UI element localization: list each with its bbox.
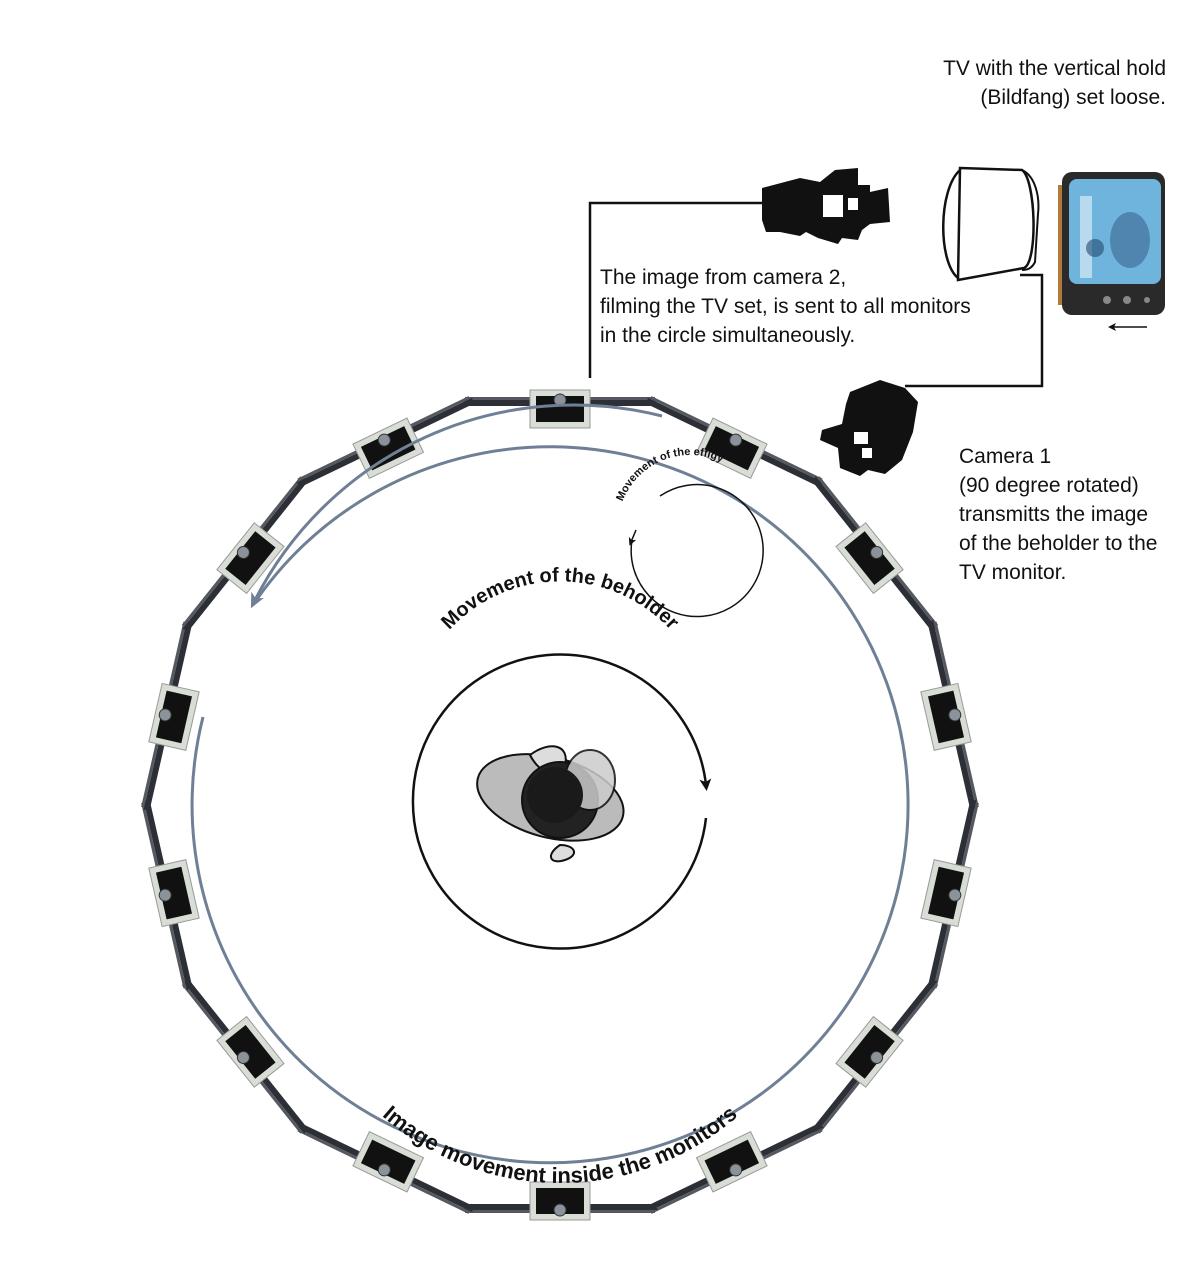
camera-1-cable bbox=[905, 273, 1044, 388]
monitor-icon bbox=[296, 1123, 473, 1214]
image-movement-label: Image movement inside the monitors bbox=[378, 1100, 741, 1188]
monitor-icon bbox=[141, 799, 200, 991]
monitor-icon bbox=[296, 396, 473, 487]
tv-caption-line-2: (Bildfang) set loose. bbox=[980, 86, 1166, 109]
effigy-movement-arc bbox=[630, 483, 764, 618]
monitor-icon bbox=[462, 1181, 658, 1221]
beholder-movement-label: Movement of the beholder bbox=[437, 564, 683, 633]
beholder-movement-arc bbox=[411, 653, 712, 950]
monitor-icon bbox=[647, 1123, 824, 1214]
camera-1-caption-line-1: Camera 1 bbox=[959, 445, 1052, 468]
camera-2-icon bbox=[762, 168, 890, 244]
monitor-icon bbox=[647, 396, 824, 487]
television-icon bbox=[1058, 172, 1165, 315]
monitor-icon bbox=[462, 389, 658, 429]
camera-1-caption-line-2: (90 degree rotated) bbox=[959, 474, 1139, 497]
camera-2-cable bbox=[588, 201, 762, 378]
effigy-icon bbox=[476, 745, 625, 863]
monitor-icon bbox=[181, 475, 307, 630]
camera-2-caption-line-3: in the circle simultaneously. bbox=[600, 324, 856, 347]
camera-1-caption-line-3: transmitts the image bbox=[959, 503, 1149, 526]
effigy-movement-arrowhead bbox=[628, 529, 637, 546]
camera-1-icon bbox=[820, 380, 918, 476]
monitor-icon bbox=[813, 980, 939, 1135]
camera-2-caption-line-1: The image from camera 2, bbox=[600, 266, 847, 289]
camera-1-caption-line-4: of the beholder to the bbox=[959, 532, 1158, 555]
monitor-icon bbox=[141, 619, 200, 811]
camera-1-caption-line-5: TV monitor. bbox=[959, 561, 1067, 584]
monitor-icon bbox=[813, 475, 939, 630]
camera-2-caption-line-2: filming the TV set, is sent to all monit… bbox=[600, 295, 971, 318]
image-movement-arc bbox=[190, 445, 910, 1165]
camera-1-caption: Camera 1 (90 degree rotated) transmitts … bbox=[959, 442, 1158, 587]
monitor-icon bbox=[920, 799, 979, 991]
tv-caption: TV with the vertical hold (Bildfang) set… bbox=[943, 54, 1166, 112]
monitor-icon bbox=[181, 980, 307, 1135]
television-outline-icon bbox=[942, 166, 1040, 282]
tv-caption-line-1: TV with the vertical hold bbox=[943, 57, 1166, 80]
camera-2-caption: The image from camera 2, filming the TV … bbox=[600, 263, 971, 350]
image-movement-arrow-top bbox=[250, 403, 663, 609]
monitor-ring bbox=[141, 389, 979, 1221]
monitor-icon bbox=[920, 619, 979, 811]
